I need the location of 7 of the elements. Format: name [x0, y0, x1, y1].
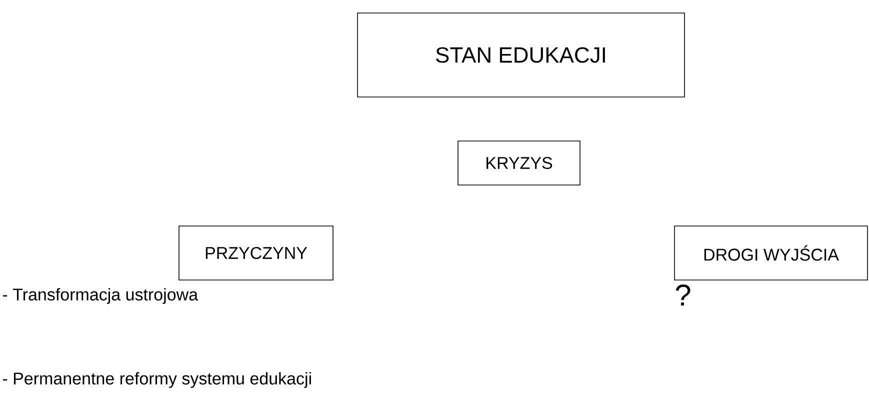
text-box: DROGI WYJŚCIA: [674, 226, 868, 280]
bullet-text: - Permanentne reformy systemu edukacji: [2, 372, 311, 388]
text-box: STAN EDUKACJI: [357, 12, 685, 98]
question-mark: ?: [676, 284, 690, 306]
bullet-text: - Transformacja ustrojowa: [2, 288, 198, 304]
text-box: PRZYCZYNY: [178, 226, 334, 280]
text-box: KRYZYS: [458, 140, 580, 186]
